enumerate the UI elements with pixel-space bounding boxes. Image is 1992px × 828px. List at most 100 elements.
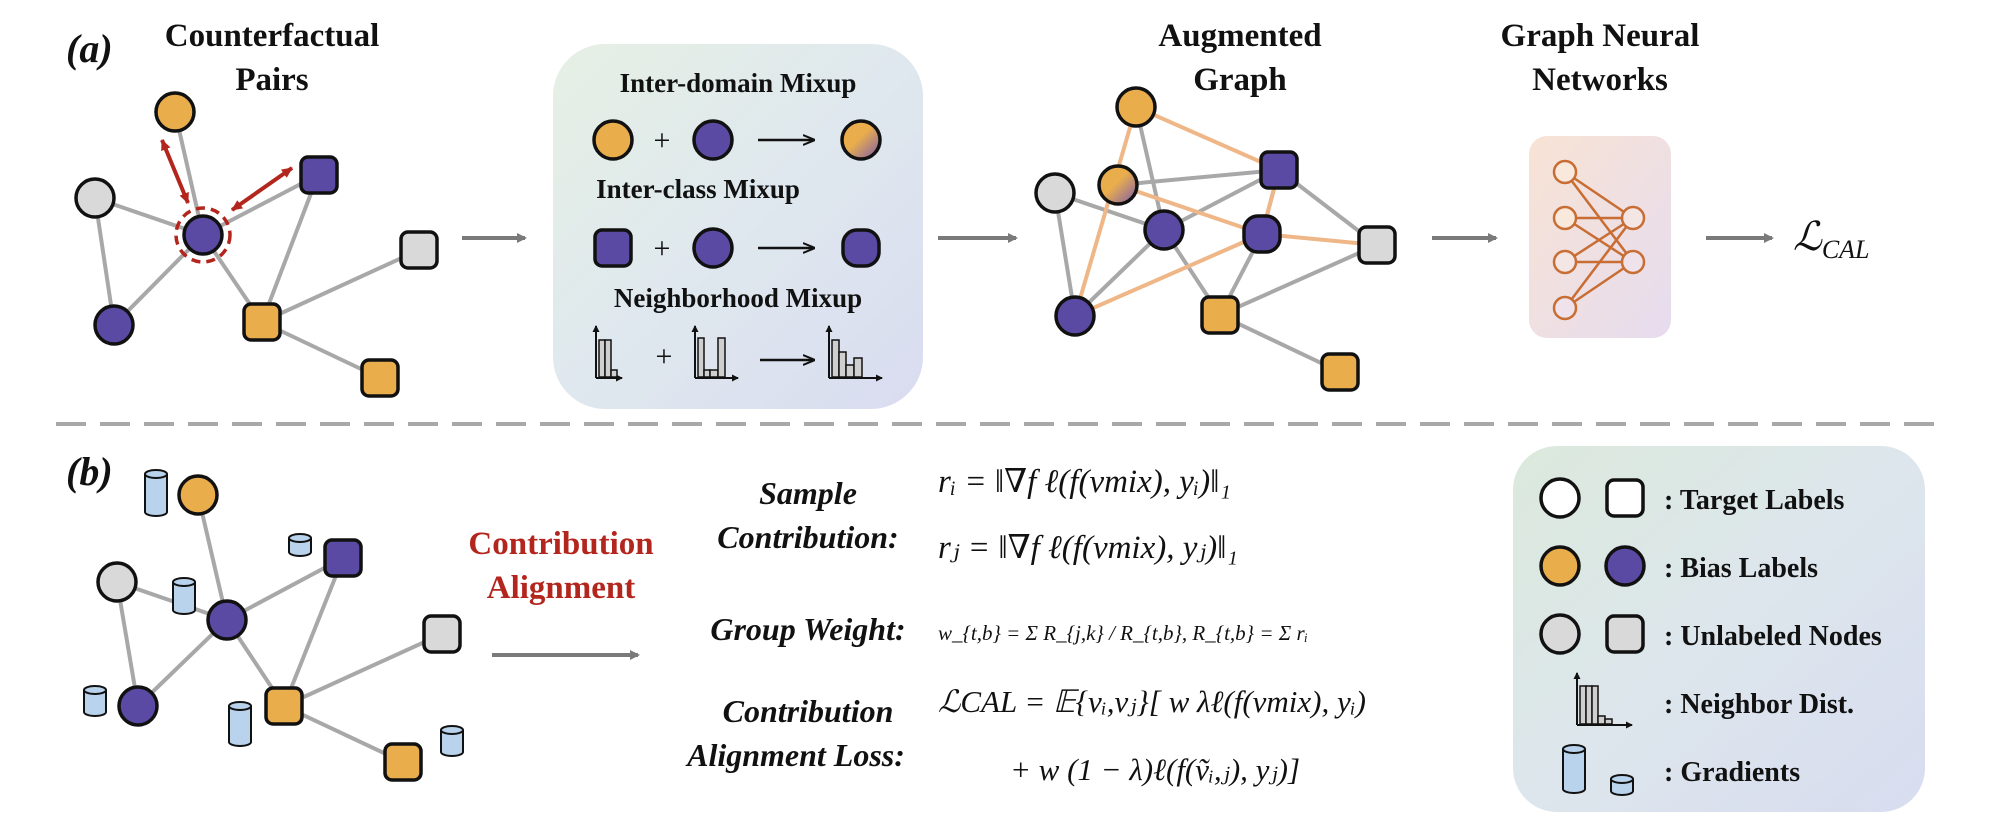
legend-bias-row [1539, 545, 1646, 587]
equation-ri: rᵢ = ‖∇f ℓ(f(vmix), yᵢ)‖₁ [938, 464, 1231, 500]
mixed-class-node [841, 228, 881, 268]
sample-contribution-line1: Sample [759, 475, 857, 511]
inter-class-mixup-title: Inter-class Mixup [596, 174, 800, 204]
legend-bias-purple [1604, 545, 1646, 587]
mix-purple-circle [692, 119, 734, 161]
mixed-class-node [1242, 214, 1282, 254]
neighbor-dist-icon [592, 325, 623, 382]
counterfactual-title-line2: Pairs [235, 62, 308, 98]
gnn-title-line2: Networks [1532, 62, 1668, 98]
neighbor-dist-icon [691, 325, 739, 382]
gradient-cylinder-icon [1610, 774, 1634, 796]
node-gray-square [422, 614, 462, 654]
loss-symbol: ℒCAL [1793, 214, 1870, 264]
node-gray-square [399, 230, 439, 270]
gradient-cylinders [83, 469, 464, 757]
node-gray-circle [74, 177, 116, 219]
gradient-cylinder-icon [228, 701, 252, 747]
mixed-domain-node [1097, 164, 1139, 206]
loss-subscript: CAL [1822, 235, 1870, 264]
legend-unlabeled-square [1605, 614, 1645, 654]
gnn-title-line1: Graph Neural [1501, 18, 1700, 54]
node-purple-circle [117, 685, 159, 727]
node-purple-circle [93, 304, 135, 346]
node-orange-circle [154, 91, 196, 133]
legend-bias-orange [1539, 545, 1581, 587]
contribution-title-line1: Contribution [468, 526, 653, 562]
node-purple-circle [1054, 295, 1096, 337]
gradient-cylinder-icon [440, 725, 464, 757]
equation-group-weight: w_{t,b} = Σ R_{j,k} / R_{t,b}, R_{t,b} =… [938, 621, 1308, 645]
legend-unlabeled-circle [1539, 613, 1581, 655]
legend-target-circle [1539, 477, 1581, 519]
mix-orange-circle [592, 119, 634, 161]
node-orange-circle [177, 474, 219, 516]
equation-rj: rⱼ = ‖∇f ℓ(f(vmix), yⱼ)‖₁ [938, 530, 1238, 566]
node-purple-square [1259, 150, 1299, 190]
plus-sign: + [656, 340, 673, 373]
gnn-box [1529, 136, 1671, 338]
neighbor-dist-icon [825, 325, 883, 382]
counterfactual-pair-arrows [160, 139, 294, 212]
node-purple-square [299, 155, 339, 195]
legend-target-square [1605, 478, 1645, 518]
legend-neighbor-label: : Neighbor Dist. [1664, 689, 1854, 720]
node-orange-square [1320, 352, 1360, 392]
neighborhood-mixup-title: Neighborhood Mixup [614, 283, 862, 313]
neural-network-icon [1552, 159, 1646, 321]
counterfactual-graph-nodes [74, 91, 439, 398]
legend-unlabeled-label: : Unlabeled Nodes [1664, 621, 1882, 652]
gradient-cylinder-icon [1562, 744, 1586, 794]
counterfactual-title-line1: Counterfactual [165, 18, 379, 54]
legend-unlabeled-row [1539, 613, 1645, 655]
gradient-cylinder-icon [144, 469, 168, 517]
mix-purple-circle [692, 227, 734, 269]
inter-domain-row [592, 119, 882, 161]
legend-neighbor-icon [1573, 672, 1633, 729]
equation-loss-line2: + w (1 − λ)ℓ(f(ṽᵢ,ⱼ), yⱼ)] [1010, 752, 1300, 787]
augmented-graph-nodes [1034, 86, 1397, 392]
plus-sign: + [654, 124, 671, 157]
legend-box [1513, 446, 1925, 812]
gradient-cylinder-icon [172, 577, 196, 615]
node-purple-circle [182, 214, 224, 256]
panel-a-label: (a) [66, 26, 113, 71]
node-orange-square [1200, 295, 1240, 335]
node-gray-circle [1034, 172, 1076, 214]
mixed-domain-circle [840, 119, 882, 161]
group-weight-label: Group Weight: [710, 611, 905, 647]
legend-bias-label: : Bias Labels [1664, 553, 1818, 584]
mixup-box [553, 44, 923, 409]
gradient-graph-nodes [96, 474, 462, 782]
inter-class-row [593, 227, 881, 269]
gradient-cylinder-icon [83, 685, 107, 717]
loss-script-l: ℒ [1793, 214, 1823, 259]
augmented-title-line1: Augmented [1158, 18, 1321, 54]
loss-label-line2: Alignment Loss: [685, 737, 905, 773]
node-orange-square [264, 686, 304, 726]
loss-label-line1: Contribution [723, 693, 894, 729]
contribution-title-line2: Alignment [487, 570, 636, 606]
plus-sign: + [654, 232, 671, 265]
node-orange-square [360, 358, 400, 398]
legend-target-row [1539, 477, 1645, 519]
inter-domain-mixup-title: Inter-domain Mixup [620, 68, 857, 98]
node-purple-square [323, 538, 363, 578]
mix-purple-square [593, 228, 633, 268]
legend-gradient-icons [1562, 744, 1634, 796]
node-orange-circle [1115, 86, 1157, 128]
node-gray-square [1357, 225, 1397, 265]
equation-loss-line1: ℒCAL = 𝔼{vᵢ,vⱼ}[ w λℓ(f(vmix), yᵢ) [938, 684, 1366, 719]
augmented-title-line2: Graph [1193, 62, 1287, 98]
node-orange-square [242, 302, 282, 342]
sample-contribution-line2: Contribution: [717, 519, 898, 555]
gradient-cylinder-icon [288, 533, 312, 557]
node-gray-circle [96, 561, 138, 603]
node-purple-circle [206, 599, 248, 641]
node-orange-square [383, 742, 423, 782]
legend-gradients-label: : Gradients [1664, 757, 1800, 788]
node-purple-circle [1143, 209, 1185, 251]
panel-b-label: (b) [66, 449, 113, 494]
selected-node-ring [174, 206, 232, 264]
